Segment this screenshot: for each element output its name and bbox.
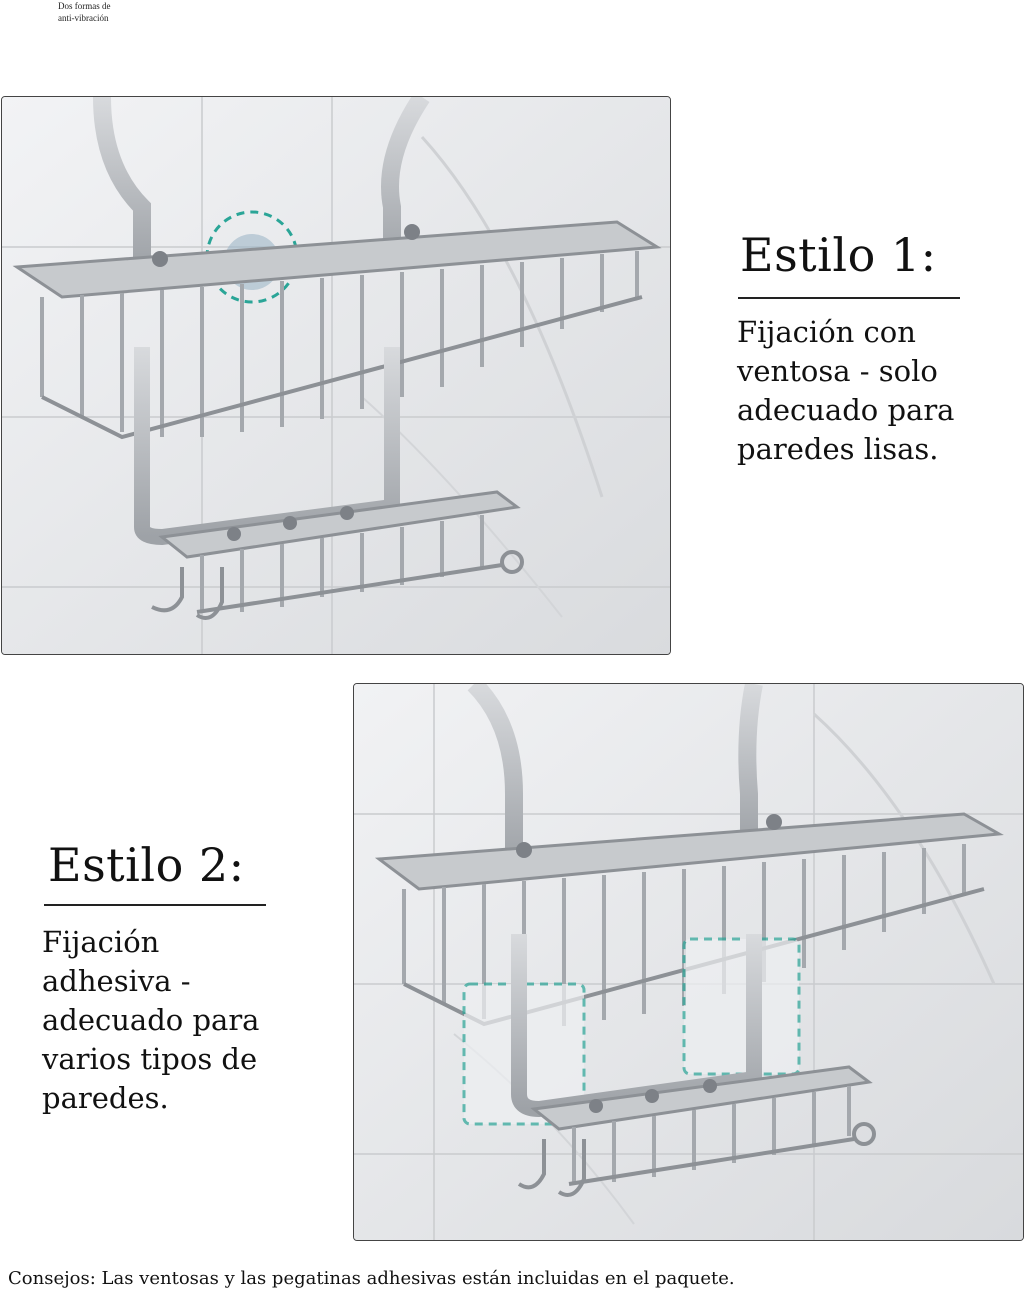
style-1-description: Fijación con ventosa - solo adecuado par… bbox=[737, 313, 1007, 469]
style-2-line-5: paredes. bbox=[42, 1081, 169, 1115]
style-2-divider bbox=[44, 904, 266, 906]
shower-caddy-adhesive-illustration bbox=[354, 684, 1023, 1240]
style-1-title: Estilo 1: bbox=[740, 228, 937, 282]
style-2-line-3: adecuado para bbox=[42, 1003, 260, 1037]
top-note-line-2: anti-vibración bbox=[58, 13, 109, 23]
product-photo-suction-mount bbox=[1, 96, 671, 655]
style-1-line-2: ventosa - solo bbox=[737, 354, 938, 388]
style-1-line-4: paredes lisas. bbox=[737, 432, 939, 466]
style-2-line-4: varios tipos de bbox=[42, 1042, 258, 1076]
style-1-divider bbox=[738, 297, 960, 299]
style-1-line-1: Fijación con bbox=[737, 315, 916, 349]
top-note: Dos formas de anti-vibración bbox=[58, 0, 111, 24]
shower-caddy-suction-illustration bbox=[2, 97, 670, 654]
style-2-description: Fijación adhesiva - adecuado para varios… bbox=[42, 923, 332, 1118]
tips-footnote: Consejos: Las ventosas y las pegatinas a… bbox=[8, 1268, 735, 1289]
style-2-line-1: Fijación bbox=[42, 925, 160, 959]
style-1-line-3: adecuado para bbox=[737, 393, 955, 427]
top-note-line-1: Dos formas de bbox=[58, 1, 111, 11]
style-2-title: Estilo 2: bbox=[48, 838, 245, 892]
product-photo-adhesive-mount bbox=[353, 683, 1024, 1241]
style-2-line-2: adhesiva - bbox=[42, 964, 191, 998]
